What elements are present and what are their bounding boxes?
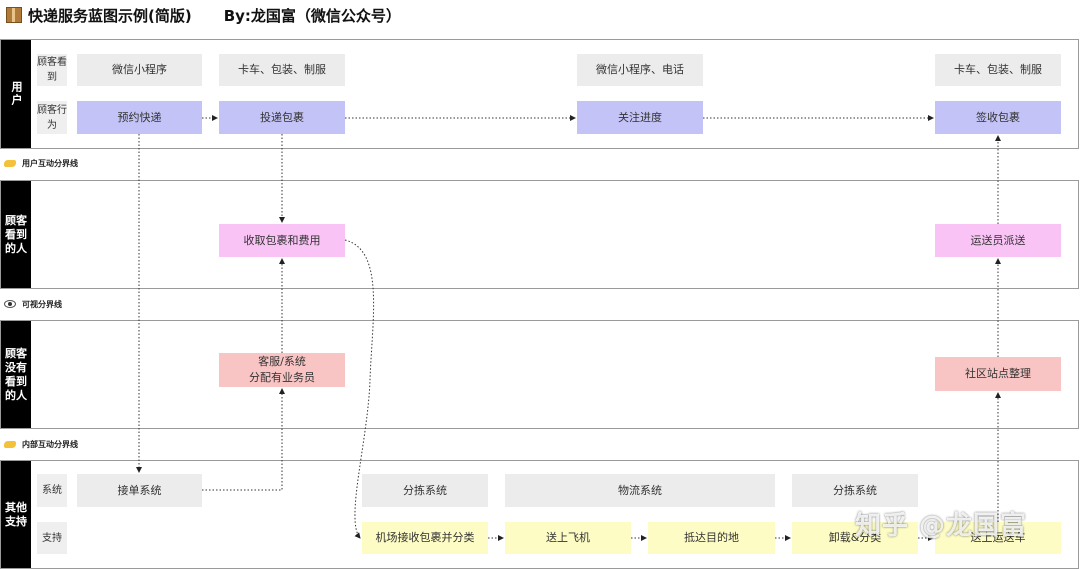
node-courier-delivery: 运送员派送: [935, 224, 1061, 257]
node-arrive-destination: 抵达目的地: [648, 522, 775, 554]
node-sees-truck-package-2: 卡车、包装、制服: [935, 54, 1061, 86]
node-sorting-system-2: 分拣系统: [792, 474, 918, 507]
lane-invisible: 顾客没有看到的人: [0, 320, 1079, 429]
row-label-support: 支持: [37, 522, 67, 554]
node-community-station: 社区站点整理: [935, 357, 1061, 391]
row-label-system: 系统: [37, 474, 67, 507]
eye-icon: [4, 300, 16, 308]
node-order-system: 接单系统: [77, 474, 202, 507]
node-book-delivery: 预约快递: [77, 101, 202, 134]
node-receive-package: 签收包裹: [935, 101, 1061, 134]
divider-visibility: 可视分界线: [4, 297, 62, 311]
handshake-icon: [4, 440, 16, 448]
node-sorting-system: 分拣系统: [362, 474, 488, 507]
node-send-package: 投递包裹: [219, 101, 345, 134]
divider-interaction: 用户互动分界线: [4, 156, 78, 170]
node-logistics-system: 物流系统: [505, 474, 775, 507]
node-load-plane: 送上飞机: [505, 522, 631, 554]
divider-internal: 内部互动分界线: [4, 437, 78, 451]
node-sees-mini-program-phone: 微信小程序、电话: [577, 54, 703, 86]
diagram-title: 快递服务蓝图示例(简版): [28, 6, 192, 25]
lane-label-invisible: 顾客没有看到的人: [1, 321, 31, 428]
node-unload-sort: 卸载&分类: [792, 522, 918, 554]
row-label-customer-actions: 顾客行为: [37, 101, 67, 134]
node-sees-mini-program: 微信小程序: [77, 54, 202, 86]
node-track-progress: 关注进度: [577, 101, 703, 134]
lane-visible: 顾客看到的人: [0, 180, 1079, 289]
node-assign-courier: 客服/系统 分配有业务员: [219, 353, 345, 387]
byline: By:龙国富（微信公众号）: [223, 6, 401, 25]
lane-label-other: 其他支持: [1, 461, 31, 568]
node-sees-truck-package: 卡车、包装、制服: [219, 54, 345, 86]
package-icon: [6, 7, 22, 23]
row-label-customer-sees: 顾客看到: [37, 54, 67, 86]
handshake-icon: [4, 159, 16, 167]
node-airport-receive: 机场接收包裹并分类: [362, 522, 488, 554]
lane-label-visible: 顾客看到的人: [1, 181, 31, 288]
lane-label-user: 用户: [1, 40, 31, 148]
page-title: 快递服务蓝图示例(简版) By:龙国富（微信公众号）: [6, 4, 401, 26]
node-load-truck: 送上运送车: [935, 522, 1061, 554]
node-collect-package-fee: 收取包裹和费用: [219, 224, 345, 257]
